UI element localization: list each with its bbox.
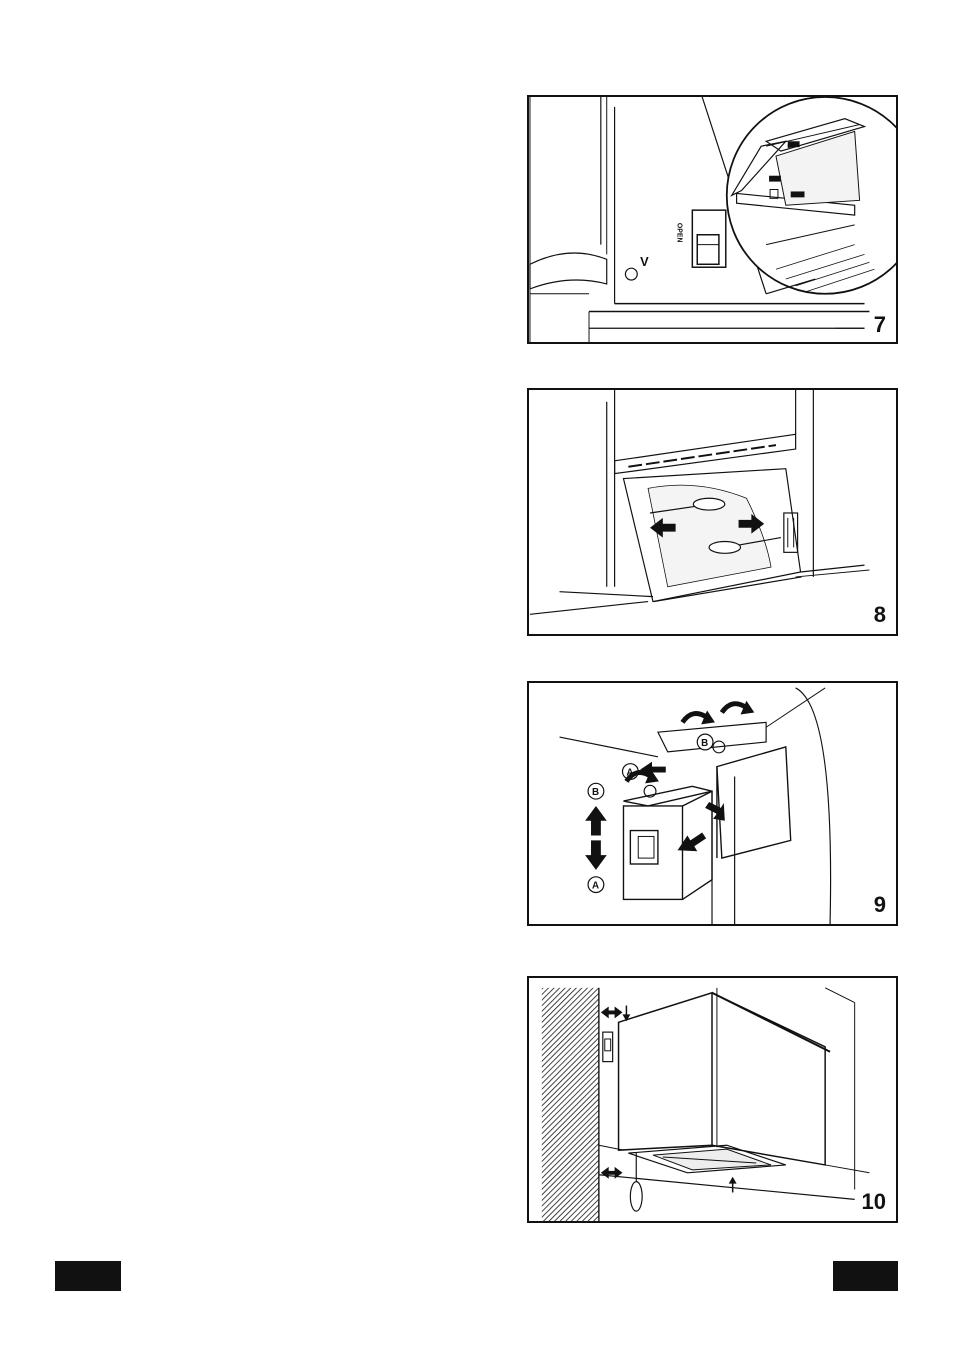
figure-10: 10 [527, 976, 898, 1223]
page-tab-right [833, 1261, 898, 1291]
rotate-arrow-icon [682, 711, 714, 725]
arrow-icon [601, 1007, 623, 1019]
figure-number: 10 [862, 1191, 886, 1213]
figure-9: A B B A [527, 681, 898, 926]
figure-number: 8 [874, 604, 886, 626]
figure-7-illustration: OPEN V [529, 97, 896, 342]
rotate-arrow-icon [722, 701, 754, 715]
label-b-side: B [592, 787, 599, 798]
label-v: V [640, 254, 649, 269]
figure-number: 9 [874, 894, 886, 916]
arrow-icon [585, 806, 607, 870]
figure-number: 7 [874, 314, 886, 336]
figure-8-illustration [529, 390, 896, 634]
screwdriver-icon [630, 1153, 642, 1211]
figure-7: OPEN V 7 [527, 95, 898, 344]
switch-open-label: OPEN [676, 223, 683, 243]
figure-10-illustration [529, 978, 896, 1221]
label-a-side: A [592, 881, 599, 892]
label-b-top: B [701, 738, 708, 749]
page-tab-left [55, 1261, 121, 1291]
wall-hatch [542, 988, 599, 1221]
figure-9-illustration: A B B A [529, 683, 896, 924]
arrow-icon [729, 1177, 737, 1193]
arrow-icon [705, 802, 725, 821]
figure-8: 8 [527, 388, 898, 636]
